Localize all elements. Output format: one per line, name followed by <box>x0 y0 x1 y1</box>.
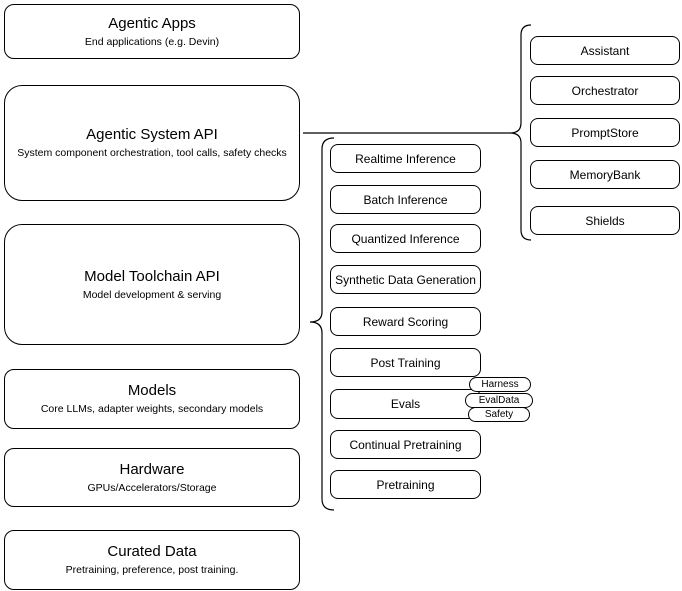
node-model-toolchain-api: Model Toolchain API Model development & … <box>4 224 300 345</box>
node-continual-pretraining: Continual Pretraining <box>330 430 481 459</box>
node-label: Evals <box>390 397 421 411</box>
node-title: Model Toolchain API <box>84 267 220 285</box>
node-label: Shields <box>585 213 625 228</box>
node-shields: Shields <box>530 206 680 235</box>
node-post-training: Post Training <box>330 348 481 377</box>
node-memorybank: MemoryBank <box>530 160 680 189</box>
node-label: Continual Pretraining <box>349 437 462 452</box>
node-quantized-inference: Quantized Inference <box>330 224 481 253</box>
node-label: Quantized Inference <box>351 231 460 246</box>
node-label: Assistant <box>580 43 630 58</box>
node-subtitle: End applications (e.g. Devin) <box>84 35 220 48</box>
node-curated-data: Curated Data Pretraining, preference, po… <box>4 530 300 590</box>
node-label: MemoryBank <box>569 167 641 182</box>
node-promptstore: PromptStore <box>530 118 680 147</box>
node-label: Realtime Inference <box>355 151 456 166</box>
node-label: Batch Inference <box>363 192 448 207</box>
node-label: Post Training <box>370 355 441 370</box>
node-subtitle: GPUs/Accelerators/Storage <box>87 481 217 494</box>
node-subtitle: Core LLMs, adapter weights, secondary mo… <box>40 403 264 416</box>
tag-harness: Harness <box>469 377 531 392</box>
node-realtime-inference: Realtime Inference <box>330 144 481 173</box>
node-title: Models <box>127 382 177 400</box>
node-title: Agentic System API <box>86 126 218 144</box>
node-label: Synthetic Data Generation <box>335 272 476 287</box>
node-evals: Evals <box>330 389 481 419</box>
node-title: Agentic Apps <box>108 14 196 32</box>
node-title: Curated Data <box>107 543 197 561</box>
node-label: Pretraining <box>376 477 435 492</box>
node-subtitle: System component orchestration, tool cal… <box>17 147 287 160</box>
node-hardware: Hardware GPUs/Accelerators/Storage <box>4 448 300 507</box>
node-label: Orchestrator <box>571 83 639 98</box>
tag-label: EvalData <box>478 394 520 406</box>
tag-label: Safety <box>484 408 514 420</box>
node-subtitle: Pretraining, preference, post training. <box>65 564 239 577</box>
node-subtitle: Model development & serving <box>82 288 222 301</box>
node-title: Hardware <box>119 460 185 478</box>
node-reward-scoring: Reward Scoring <box>330 307 481 336</box>
node-assistant: Assistant <box>530 36 680 65</box>
node-label: Reward Scoring <box>362 314 449 329</box>
node-synthetic-data-generation: Synthetic Data Generation <box>330 265 481 294</box>
node-agentic-apps: Agentic Apps End applications (e.g. Devi… <box>4 4 300 59</box>
node-batch-inference: Batch Inference <box>330 185 481 214</box>
node-pretraining: Pretraining <box>330 470 481 499</box>
node-models: Models Core LLMs, adapter weights, secon… <box>4 369 300 429</box>
node-orchestrator: Orchestrator <box>530 76 680 105</box>
tag-safety: Safety <box>468 407 530 422</box>
tag-evaldata: EvalData <box>465 393 533 408</box>
node-label: PromptStore <box>571 125 639 140</box>
node-agentic-system-api: Agentic System API System component orch… <box>4 85 300 201</box>
tag-label: Harness <box>481 378 519 390</box>
brace-system-group <box>509 24 532 241</box>
